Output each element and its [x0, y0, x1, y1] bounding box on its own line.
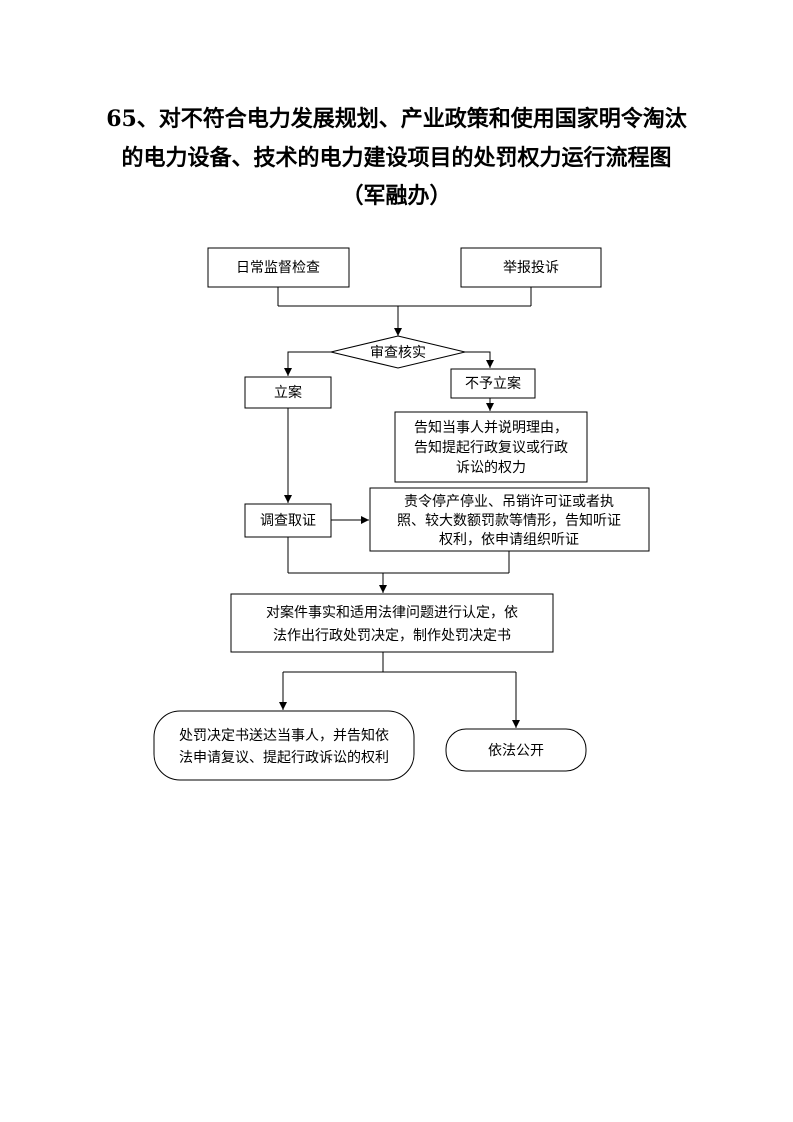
investigate-label: 调查取证	[260, 513, 316, 529]
file-case-label: 立案	[274, 384, 302, 401]
no-file-case-label: 不予立案	[465, 375, 521, 392]
arrow-to-no-file-case	[465, 351, 494, 368]
review-verify-diamond	[330, 335, 466, 369]
deliver-line-1: 处罚决定书送达当事人，并告知依	[179, 727, 389, 744]
page-title-line-1: 65、对不符合电力发展规划、产业政策和使用国家明令淘汰	[106, 106, 687, 132]
determine-line-2: 法作出行政处罚决定，制作处罚决定书	[273, 628, 511, 644]
arrow-to-file-case	[284, 351, 331, 376]
notify-reason-line-3: 诉讼的权力	[456, 460, 526, 476]
report-complaint-label: 举报投诉	[503, 260, 559, 276]
deliver-terminator	[153, 710, 415, 781]
order-stop-line-1: 责令停产停业、吊销许可证或者执	[404, 493, 614, 510]
page-title-line-3: （军融办）	[341, 183, 452, 209]
notify-reason-line-2: 告知提起行政复议或行政	[414, 439, 568, 456]
no-file-case-box	[450, 368, 536, 399]
page-title-line-2: 的电力设备、技术的电力建设项目的处罚权力运行流程图	[121, 145, 672, 171]
order-stop-line-2: 照、较大数额罚款等情形，告知听证	[397, 512, 621, 529]
determine-line-1: 对案件事实和适用法律问题进行认定，依	[266, 604, 518, 621]
order-stop-line-3: 权利，依申请组织听证	[439, 532, 579, 548]
review-verify-label: 审查核实	[370, 345, 426, 361]
publicize-label: 依法公开	[488, 743, 544, 759]
publicize-terminator	[445, 728, 587, 772]
daily-inspection-label: 日常监督检查	[236, 260, 320, 276]
notify-reason-box	[394, 411, 588, 483]
deliver-line-2: 法申请复议、提起行政诉讼的权利	[179, 749, 389, 766]
determine-box	[230, 593, 554, 653]
notify-reason-line-1: 告知当事人并说明理由，	[414, 419, 568, 436]
